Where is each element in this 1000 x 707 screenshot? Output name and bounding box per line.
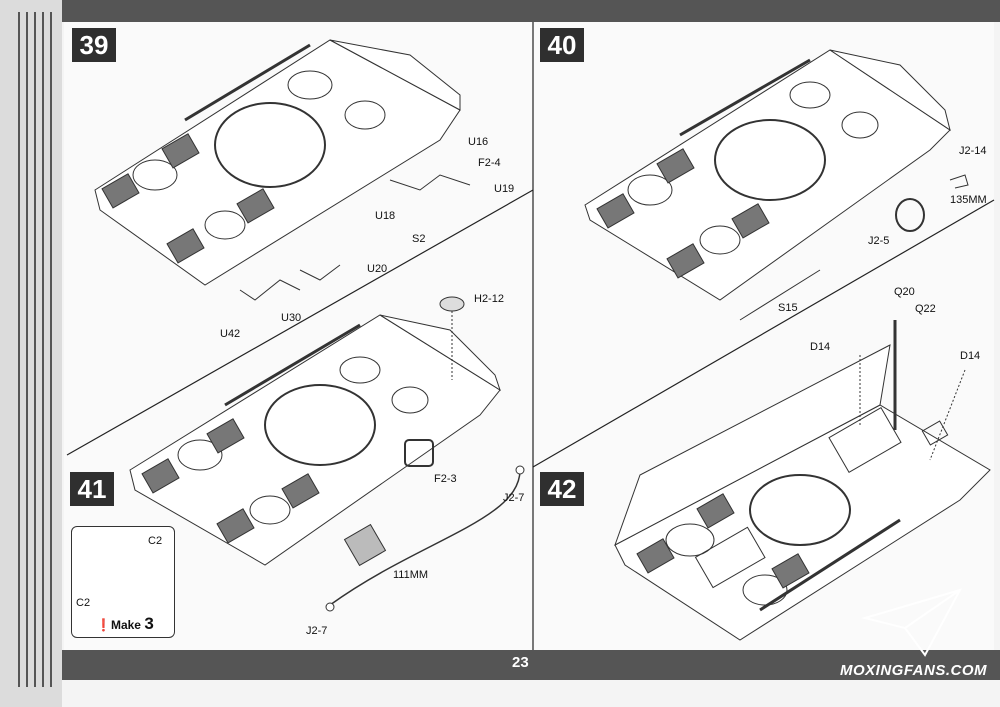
part-label: D14 xyxy=(810,341,831,353)
make-label: Make xyxy=(110,618,141,632)
bottom-border xyxy=(62,650,1000,680)
part-label: U30 xyxy=(281,312,302,324)
hull-step-40 xyxy=(584,49,969,321)
part-label: U19 xyxy=(494,183,515,195)
page-edge-line xyxy=(18,12,20,687)
part-label: D14 xyxy=(960,350,981,362)
step-badge-40: 40 xyxy=(540,28,584,62)
part-label: U20 xyxy=(367,263,388,275)
part-label: 111MM xyxy=(393,569,429,581)
part-label: U16 xyxy=(468,136,489,148)
top-border xyxy=(62,0,1000,22)
watermark: MOXINGFANS.COM xyxy=(840,662,988,679)
warning-icon: ❗ xyxy=(96,618,111,632)
part-label: F2-4 xyxy=(478,157,501,169)
step-divider-left xyxy=(66,189,534,456)
step-badge-42: 42 xyxy=(540,472,584,506)
part-label: S2 xyxy=(412,233,426,245)
part-label: J2-7 xyxy=(306,625,328,637)
part-label: J2-7 xyxy=(503,492,525,504)
part-label: C2 xyxy=(148,535,163,547)
step-badge-39: 39 xyxy=(72,28,116,62)
page-edge-line xyxy=(26,12,28,687)
part-label: F2-3 xyxy=(434,473,457,485)
page-edge-line xyxy=(50,12,52,687)
make-quantity-note: ❗Make 3 xyxy=(96,614,154,634)
hull-step-41 xyxy=(129,296,525,612)
sub-assembly-inset xyxy=(71,526,175,638)
paper-plane-logo xyxy=(861,588,963,657)
hull-step-39 xyxy=(94,39,471,301)
part-label: H2-12 xyxy=(474,293,504,305)
part-label: Q22 xyxy=(915,303,936,315)
part-label: Q20 xyxy=(894,286,915,298)
page-number: 23 xyxy=(512,654,529,671)
part-label: 135MM xyxy=(950,194,987,206)
part-label: J2-5 xyxy=(868,235,890,247)
page-edge-line xyxy=(42,12,44,687)
book-edge xyxy=(0,0,62,707)
step-badge-41: 41 xyxy=(70,472,114,506)
make-count: 3 xyxy=(144,614,154,633)
part-label: U42 xyxy=(220,328,241,340)
part-label: U18 xyxy=(375,210,396,222)
page-edge-line xyxy=(34,12,36,687)
part-label: C2 xyxy=(76,597,91,609)
step-divider-right xyxy=(532,199,995,468)
hull-step-42 xyxy=(614,320,991,641)
part-label: J2-14 xyxy=(959,145,987,157)
part-label: S15 xyxy=(778,302,798,314)
